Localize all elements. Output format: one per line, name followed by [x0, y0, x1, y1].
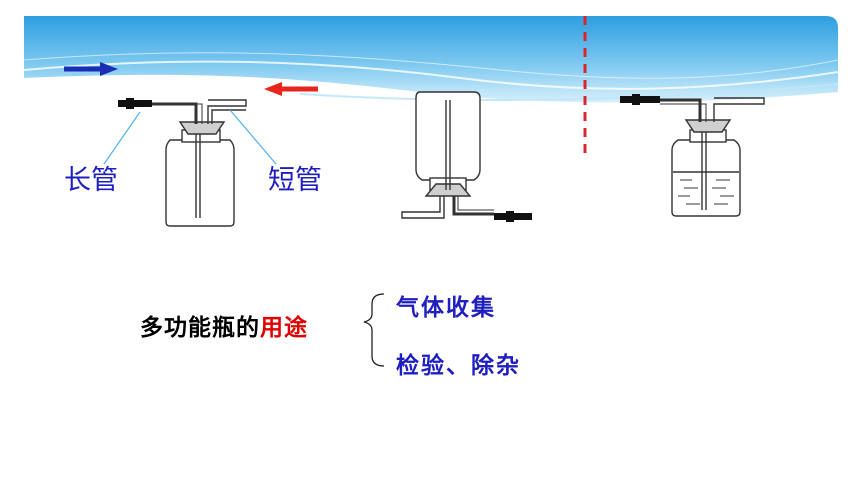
uses-title: 多功能瓶的用途 [140, 308, 308, 342]
rubber-tube [118, 98, 152, 109]
long-tube-label: 长管 [64, 165, 118, 196]
uses-title-highlight: 用途 [260, 315, 308, 341]
rubber-tube-3 [620, 94, 660, 105]
header-banner [23, 16, 839, 103]
wash-bottle-liquid [660, 97, 765, 217]
use-gas-collection: 气体收集 [396, 295, 496, 321]
use-test-purify: 检验、除杂 [396, 353, 521, 379]
arrow-left-icon [264, 82, 318, 96]
wash-bottle-upright [150, 99, 247, 227]
pointer-short [229, 109, 277, 165]
rubber-tube-2 [494, 211, 532, 222]
pointer-long [103, 111, 141, 165]
arrow-right-icon [64, 62, 118, 76]
wash-bottle-inverted [401, 91, 494, 219]
uses-title-prefix: 多功能瓶的 [140, 315, 260, 341]
curly-brace [363, 293, 385, 367]
short-tube-label: 短管 [268, 165, 322, 196]
